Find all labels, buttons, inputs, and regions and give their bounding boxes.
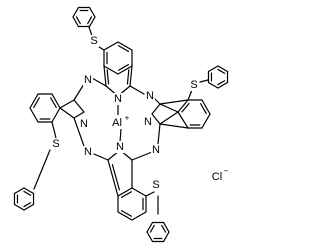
bond: [73, 117, 85, 147]
benzo-top-bond: [117, 65, 133, 75]
sulfur-left-label: S: [52, 138, 59, 150]
phenyl-right-double-bond: [217, 80, 226, 86]
pyrrole-n-top: N: [114, 93, 122, 105]
meso-n-top-right: N: [146, 90, 154, 102]
sulfur-top-label: S: [90, 35, 97, 47]
aluminum-charge: +: [125, 114, 130, 123]
benzo-right-double-bond: [181, 102, 190, 113]
sulfur-right-label: S: [190, 79, 197, 91]
bond: [151, 113, 161, 125]
phenyl-left-double-bond: [23, 202, 32, 208]
meso-n-top-left: N: [84, 74, 92, 86]
bond: [159, 123, 189, 129]
phenyl-left-bond: [13, 203, 25, 211]
phenyl-top-double-bond: [75, 16, 81, 25]
phenyl-top-bond: [88, 6, 96, 18]
benzo-bottom-bond: [131, 187, 147, 197]
double-bond-inner: [126, 69, 130, 85]
bond: [93, 153, 109, 161]
benzo-bottom-bond: [117, 187, 133, 197]
bond: [159, 103, 179, 113]
thioether-bond: [187, 89, 193, 101]
thioether-bond: [88, 26, 93, 37]
phenyl-bottom-bond: [146, 231, 154, 243]
coordination-bond: [119, 128, 122, 143]
chloride-label: Cl: [212, 171, 222, 183]
benzo-bottom-bond: [117, 211, 133, 221]
pyrrole-n-right: N: [144, 116, 152, 128]
bond: [73, 99, 85, 113]
central-metal: Al +: [108, 114, 132, 129]
bond: [131, 151, 153, 161]
phenyl-left-bond: [13, 187, 25, 195]
benzo-left-double-bond: [50, 97, 57, 109]
benzo-left-bond: [51, 107, 61, 123]
benzo-right-bond: [201, 99, 211, 115]
bond: [157, 123, 161, 145]
phenyl-top-double-bond: [87, 16, 93, 25]
benzo-right-bond: [201, 113, 211, 129]
meso-n-bottom-left: N: [84, 146, 92, 158]
counter-ion: Cl −: [212, 167, 229, 184]
benzo-right-bond: [177, 99, 189, 113]
bond: [91, 77, 107, 87]
bond: [59, 107, 75, 119]
bond: [129, 65, 133, 87]
benzo-left-bond: [29, 93, 39, 109]
bond: [107, 159, 119, 197]
bond: [151, 103, 161, 115]
benzo-right-double-bond: [200, 103, 207, 115]
pyrrole-n-left: N: [80, 118, 88, 130]
phenyl-left-bond: [23, 203, 35, 211]
phenyl-top-bond: [88, 16, 96, 28]
phenyl-right-bond: [217, 81, 229, 89]
bond: [73, 83, 85, 101]
benzo-top-double-bond: [117, 64, 129, 71]
thioether-bond: [199, 79, 209, 83]
phenyl-left-double-bond: [23, 190, 32, 196]
bond: [103, 65, 107, 87]
benzo-left-bond: [51, 93, 61, 109]
bond: [73, 111, 85, 119]
chloride-charge: −: [224, 167, 229, 176]
phenyl-bottom-bond: [146, 221, 154, 233]
phenyl-bottom-double-bond: [161, 224, 167, 233]
benzo-top-bond: [103, 41, 119, 51]
phenyl-right-bond: [207, 65, 219, 73]
double-bond-inner: [111, 164, 121, 191]
phenyl-bottom-double-bond: [149, 224, 155, 233]
phenyl-bottom-bond: [162, 231, 170, 243]
bond: [129, 85, 145, 95]
phenyl-top-bond: [72, 16, 80, 28]
aluminum-phthalocyanine-chloride-structure: S N S N S N S N N N N N Al + Cl −: [13, 6, 229, 243]
phenyl-left-bond: [23, 187, 35, 195]
benzo-bottom-double-bond: [121, 191, 133, 198]
benzo-bottom-double-bond: [121, 210, 133, 217]
benzo-left-double-bond: [33, 97, 40, 109]
bond-lines: [13, 6, 229, 243]
benzo-bottom-bond: [131, 211, 147, 221]
benzo-top-double-bond: [117, 45, 129, 52]
bond: [159, 99, 189, 105]
bond: [159, 111, 179, 125]
phenyl-bottom-bond: [162, 221, 170, 233]
pyrrole-n-bottom: N: [116, 141, 124, 153]
thioether-bond: [51, 121, 57, 139]
sulfur-bottom-label: S: [152, 179, 159, 191]
thioether-bond: [145, 191, 155, 197]
phenyl-right-bond: [217, 65, 229, 73]
phenyl-top-bond: [72, 6, 80, 18]
bond: [59, 99, 75, 109]
benzo-right-bond: [177, 111, 189, 129]
benzo-top-bond: [117, 41, 133, 51]
double-bond-inner: [106, 69, 110, 85]
atom-labels: S N S N S N S N N N N N: [51, 35, 199, 191]
aluminum-label: Al: [112, 117, 122, 129]
phenyl-right-double-bond: [217, 68, 226, 74]
benzo-top-bond: [103, 65, 119, 75]
thioether-bond: [33, 149, 51, 190]
benzo-left-bond: [29, 107, 39, 123]
phenyl-right-bond: [207, 81, 219, 89]
meso-n-bottom-right: N: [152, 144, 160, 156]
